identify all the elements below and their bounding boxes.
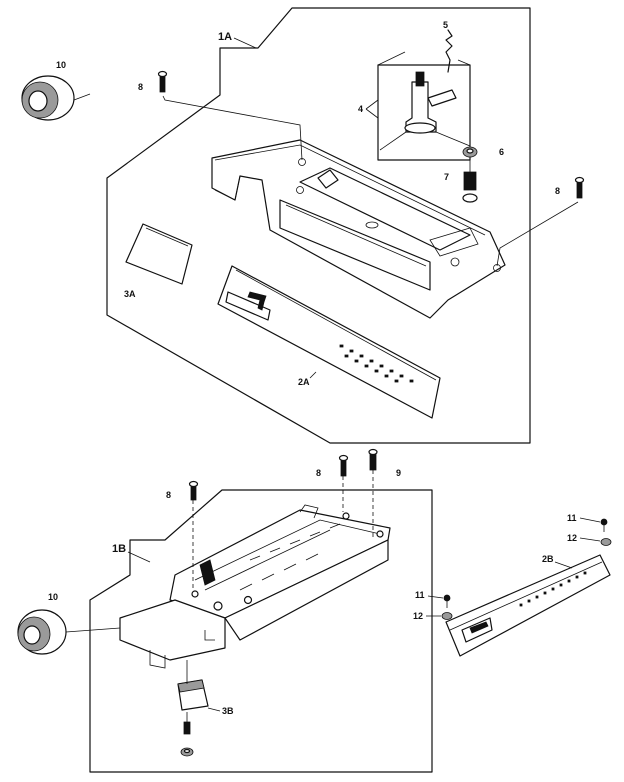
label-part-9: 9: [396, 468, 401, 478]
screw-9: [368, 448, 378, 471]
label-part-11-lower: 11: [415, 590, 425, 600]
screw-below-3b: [180, 721, 194, 757]
screw-8-top-left: [157, 70, 168, 93]
label-part-8-top-right: 8: [555, 186, 560, 196]
label-part-8-bottom-left: 8: [166, 490, 171, 500]
nut-6: [462, 146, 478, 158]
assembly-1a-group: [21, 7, 585, 444]
faceplate-2b: [445, 554, 611, 657]
label-assembly-1b: 1B: [112, 543, 126, 555]
faceplate-2a: [217, 265, 441, 419]
label-part-12-upper: 12: [567, 533, 577, 543]
cover-3b: [177, 679, 209, 711]
cover-3a: [125, 223, 193, 285]
screw-8-bottom-mid: [338, 454, 349, 477]
screw-8-top-right: [574, 176, 585, 199]
label-part-3b: 3B: [222, 706, 234, 716]
lower-chassis-1b: [119, 504, 391, 669]
label-part-6: 6: [499, 147, 504, 157]
label-part-12-lower: 12: [413, 611, 423, 621]
label-part-5: 5: [443, 20, 448, 30]
knob-10-bottom: [17, 609, 67, 655]
label-part-3a: 3A: [124, 289, 136, 299]
screw-11-lower: [443, 594, 451, 608]
label-part-7: 7: [444, 172, 449, 182]
washer-12-lower: [441, 612, 453, 620]
assembly-1b-boundary: [89, 489, 433, 773]
screw-11-upper: [600, 518, 608, 532]
assembly-1a-boundary: [106, 7, 531, 444]
bracket-4: [377, 51, 471, 161]
label-assembly-1a: 1A: [218, 31, 232, 43]
screw-8-bottom-left: [188, 480, 199, 501]
label-part-2b: 2B: [542, 554, 554, 564]
knob-10-top: [21, 75, 91, 121]
assembly-1b-group: [17, 448, 612, 773]
washer-12-upper: [600, 538, 612, 546]
label-part-10-bottom: 10: [48, 592, 58, 602]
label-part-2a: 2A: [298, 377, 310, 387]
label-part-8-top-left: 8: [138, 82, 143, 92]
spring-5: [445, 29, 453, 73]
label-part-8-bottom-mid: 8: [316, 468, 321, 478]
label-part-4: 4: [358, 104, 363, 114]
label-part-11-upper: 11: [567, 513, 577, 523]
upper-housing-1a: [211, 139, 506, 319]
screw-7: [462, 171, 478, 203]
label-part-10-top: 10: [56, 60, 66, 70]
